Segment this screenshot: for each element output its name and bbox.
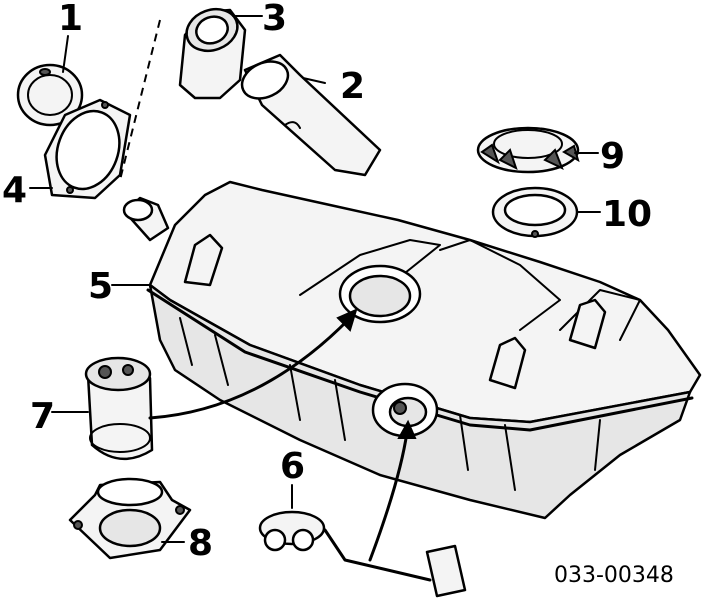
part-4-gasket	[43, 98, 132, 200]
diagram-part-code: 033-00348	[554, 563, 674, 588]
part-2-filler-tube	[240, 53, 382, 177]
callout-9: 9	[600, 136, 625, 177]
fuel-tank	[122, 180, 702, 520]
callout-7: 7	[30, 396, 55, 437]
part-8-pump-bracket	[68, 477, 192, 560]
part-1-cap	[16, 63, 84, 127]
callout-6: 6	[280, 446, 305, 487]
guide-line-dashed	[119, 19, 161, 181]
arrow-pump-to-tank	[148, 308, 358, 420]
callout-2: 2	[340, 66, 365, 107]
callout-5: 5	[88, 266, 113, 307]
callout-3: 3	[262, 0, 287, 39]
callout-4: 4	[2, 170, 27, 211]
arrow-sender-to-tank	[368, 419, 417, 562]
callout-8: 8	[188, 523, 213, 564]
part-7-fuel-pump	[84, 356, 154, 461]
part-3-collar	[178, 7, 247, 100]
part-10-seal	[491, 186, 579, 238]
part-6-sending-unit	[258, 510, 467, 598]
part-9-lock-ring	[476, 126, 580, 174]
leader-lines	[29, 15, 601, 543]
callout-1: 1	[58, 0, 83, 39]
callout-10: 10	[602, 194, 652, 235]
